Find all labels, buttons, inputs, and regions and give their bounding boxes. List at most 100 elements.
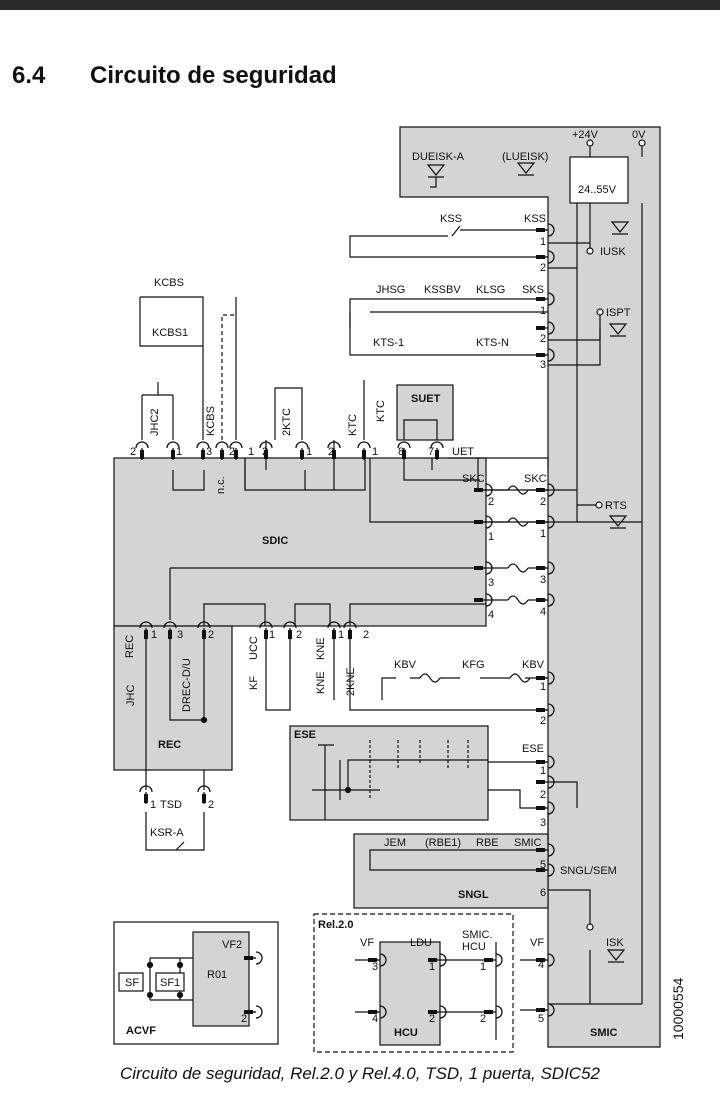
acvf-frame [113,921,279,1045]
smic-pin: 2 [540,262,546,274]
figure-caption: Circuito de seguridad, Rel.2.0 y Rel.4.0… [119,1064,600,1083]
smic-contact-label: SMIC [514,837,542,849]
psu-label: 24..55V [578,184,617,196]
terminal-pin [264,630,268,639]
ese-label: ESE [522,743,544,755]
sf1-label: SF1 [160,977,180,989]
sdic-top-pin: 2 [229,446,235,458]
terminal-pin [140,450,144,459]
terminal-pin [536,708,545,712]
ktc-label: KTC [347,414,359,436]
top-bar [0,0,720,10]
sks-label: SKS [522,284,544,296]
hcu-module [379,941,441,1046]
terminal-pin [484,1010,493,1014]
rel-frame [313,913,514,1053]
ktsn-label: KTS-N [476,337,509,349]
smic-pin: 4 [540,606,546,618]
terminal-pin [264,450,268,459]
iusk-label: IUSK [600,246,626,258]
smic-pin: 5 [538,1013,544,1025]
hcu-pin: 3 [372,961,378,973]
terminal-pin [536,676,545,680]
sdic-module [113,457,487,627]
sdic-bottom-pin: 2 [208,629,214,641]
sdic-top-pin: 1 [176,446,182,458]
rec-label: REC [158,739,181,751]
kss-label: KSS [524,213,546,225]
vf2-label: VF2 [222,939,242,951]
sdic-bottom-pin: 3 [177,629,183,641]
smic-pin: 6 [540,887,546,899]
sdic-bottom-pin: 1 [338,629,344,641]
acvf-label: ACVF [126,1025,156,1037]
terminal-pin [474,598,483,602]
terminal-pin [201,450,205,459]
sdic-bottom-pin: 1 [151,629,157,641]
sdic-right-pin: 2 [488,496,494,508]
kbv-right-label: KBV [522,659,545,671]
terminal-pin [536,780,545,784]
terminal-pin [144,630,148,639]
sdic-top-pin: 1 [248,446,254,458]
smic-pin: 1 [540,528,546,540]
smic-pin: 3 [540,574,546,586]
sdic-top-pin: 2 [328,446,334,458]
kf-label: KF [248,676,260,690]
terminal-pin [220,450,224,459]
terminal-pin [536,255,545,259]
terminal-pin [484,958,493,962]
psu-box [569,156,629,204]
terminal-pin [244,956,253,960]
sngl-label: SNGL [458,889,489,901]
sdic-top-pin: 7 [428,446,434,458]
ispt-led-icon [608,323,628,337]
sf1-box [155,972,185,992]
smic-pin: 2 [540,496,546,508]
skc-right-label: SKC [524,473,547,485]
terminal-pin [536,520,545,524]
sdic-right-pin: 4 [488,609,494,621]
supply-terminals [586,139,646,157]
sdic-label: SDIC [262,535,288,547]
smic-hcu-label-1: SMIC. [462,929,493,941]
kne-label: KNE [315,637,327,660]
rbe1-label: (RBE1) [425,837,461,849]
dueisk-label: DUEISK-A [412,151,465,163]
terminal-pin [332,450,336,459]
terminal-pin [536,297,545,301]
smic-pin: 2 [540,789,546,801]
2kne-label: 2KNE [345,667,357,696]
nc-label: n.c. [215,476,227,494]
terminal-pin [168,630,172,639]
terminal-pin [234,450,238,459]
terminal-pin [202,794,206,803]
ktc-switch-label: KTC [375,400,387,422]
jem-label: JEM [384,837,406,849]
terminal-pin [202,630,206,639]
smic-pin: 1 [540,305,546,317]
kss-switch-label: KSS [440,213,462,225]
hcu-pin: 4 [372,1013,378,1025]
ispt-label: ISPT [606,307,631,319]
zero-v-label: 0V [632,129,646,141]
smic-pin: 1 [540,236,546,248]
ksra-label: KSR-A [150,827,184,839]
sngl-module [353,833,549,909]
sdic-top-pin: 1 [306,446,312,458]
terminal-pin [171,450,175,459]
kne-switch-label: KNE [315,671,327,694]
lueisk-led-icon [516,162,536,176]
dueisk-diode-icon [426,164,446,188]
labels: +24V 0V 24..55V DUEISK-A (LUEISK) KSS KS… [124,129,646,1039]
ese-switches [312,740,488,820]
smic-pin: 3 [540,359,546,371]
smic-pin: 5 [540,859,546,871]
terminal-pin [474,566,483,570]
isk-led-icon [606,949,626,963]
kcbs1-contact-label: KCBS1 [152,327,188,339]
terminal-pin [300,450,304,459]
terminal-pin [288,630,292,639]
